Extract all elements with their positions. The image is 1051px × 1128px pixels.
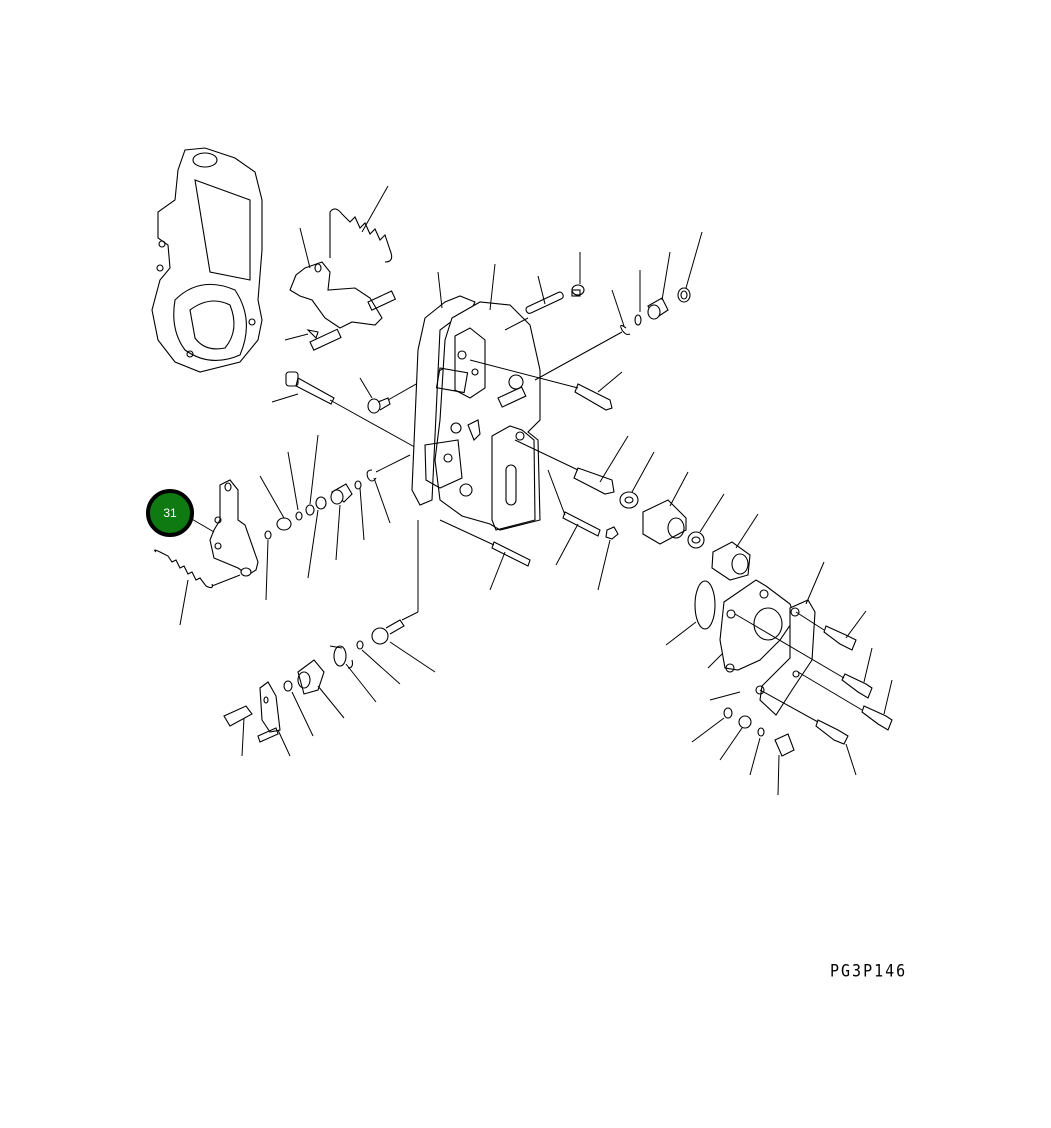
long-bolt[interactable]	[271, 371, 421, 451]
spring-seat[interactable]	[283, 640, 401, 737]
lever-assembly[interactable]	[284, 227, 397, 351]
end-cover[interactable]	[707, 561, 825, 716]
o-ring[interactable]	[634, 270, 642, 326]
stud-bolt-lower[interactable]	[223, 705, 279, 757]
plug-bolt[interactable]	[571, 252, 585, 297]
tension-spring-upper[interactable]	[329, 185, 393, 263]
bushing[interactable]	[647, 251, 671, 320]
washers-and-bushings[interactable]	[259, 434, 411, 601]
spacer[interactable]	[687, 493, 725, 549]
lever-bracket-assembly[interactable]	[189, 479, 259, 577]
cap-nut[interactable]	[691, 691, 795, 796]
shaft-pin[interactable]	[504, 275, 564, 331]
lock-plate[interactable]	[259, 681, 291, 757]
snap-ring[interactable]	[534, 289, 631, 381]
washer[interactable]	[619, 451, 655, 509]
governor-cover[interactable]	[411, 263, 541, 531]
callout-31[interactable]: 31	[146, 489, 194, 537]
governor-housing[interactable]	[151, 147, 263, 373]
banjo-bolt[interactable]	[371, 520, 436, 673]
o-ring-oval[interactable]	[665, 580, 716, 646]
callout-number: 31	[163, 506, 177, 520]
collar[interactable]	[642, 471, 689, 545]
bolts[interactable]	[734, 610, 893, 776]
cap[interactable]	[711, 513, 759, 581]
nut[interactable]	[677, 231, 703, 303]
adjusting-screw[interactable]	[469, 359, 623, 411]
figure-code: PG3P146	[830, 961, 908, 981]
adjusting-bolt[interactable]	[514, 435, 629, 591]
stud-bolt[interactable]	[439, 519, 531, 591]
tension-spring-lower[interactable]	[154, 549, 241, 626]
